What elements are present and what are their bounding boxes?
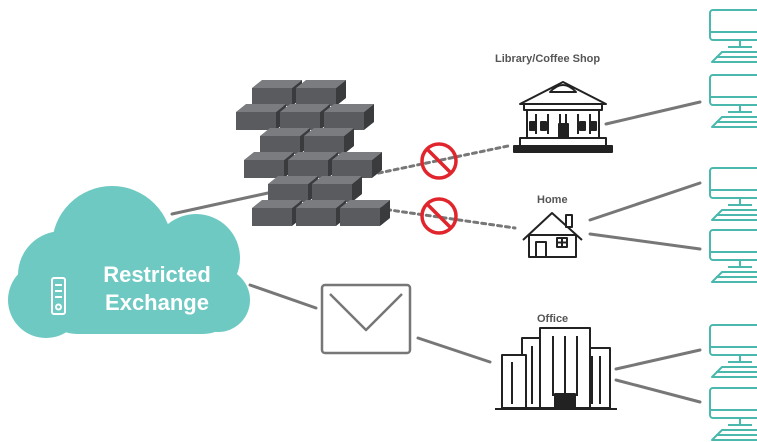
envelope-icon — [320, 283, 412, 355]
brick — [324, 104, 374, 130]
restricted-exchange-cloud — [8, 186, 250, 338]
connector-mail-office — [416, 336, 492, 364]
connector-firewall-library-dashed — [353, 144, 510, 180]
no-entry-icon — [420, 197, 458, 235]
desktop-computer-icon — [709, 387, 757, 441]
brick — [296, 80, 346, 106]
desktop-computer-icon — [709, 324, 757, 378]
brick — [268, 176, 318, 202]
office-building-icon — [495, 327, 617, 410]
library-label: Library/Coffee Shop — [495, 53, 601, 65]
connector-office-computer-1 — [614, 348, 702, 371]
house-icon — [522, 212, 583, 258]
connector-office-computer-2 — [614, 378, 702, 404]
desktop-computer-icon — [709, 167, 757, 221]
brick — [312, 176, 362, 202]
connector-cloud-firewall — [170, 191, 270, 216]
brick — [252, 200, 302, 226]
cloud-label-line2: Exchange — [105, 290, 209, 315]
desktop-computer-icon — [709, 9, 757, 63]
brick — [340, 200, 390, 226]
brick-wall-firewall-icon — [236, 80, 390, 226]
computers — [709, 9, 757, 441]
brick — [244, 152, 294, 178]
brick — [236, 104, 286, 130]
office-label: Office — [537, 313, 569, 325]
connector-library-computer — [604, 100, 702, 126]
home-label: Home — [537, 194, 568, 206]
desktop-computer-icon — [709, 229, 757, 283]
library-building-icon — [513, 81, 613, 153]
desktop-computer-icon — [709, 74, 757, 128]
connector-home-computer-2 — [588, 232, 702, 251]
connector-cloud-mail — [248, 283, 318, 310]
no-entry-icon — [420, 142, 458, 180]
cloud-label-line1: Restricted — [103, 262, 211, 287]
connectors — [170, 100, 702, 404]
server-icon — [51, 277, 66, 315]
brick — [280, 104, 330, 130]
brick — [332, 152, 382, 178]
cloud-label: Restricted Exchange — [72, 261, 242, 317]
brick — [296, 200, 346, 226]
brick — [288, 152, 338, 178]
connector-home-computer-1 — [588, 181, 702, 222]
brick — [304, 128, 354, 154]
brick — [252, 80, 302, 106]
brick — [260, 128, 310, 154]
